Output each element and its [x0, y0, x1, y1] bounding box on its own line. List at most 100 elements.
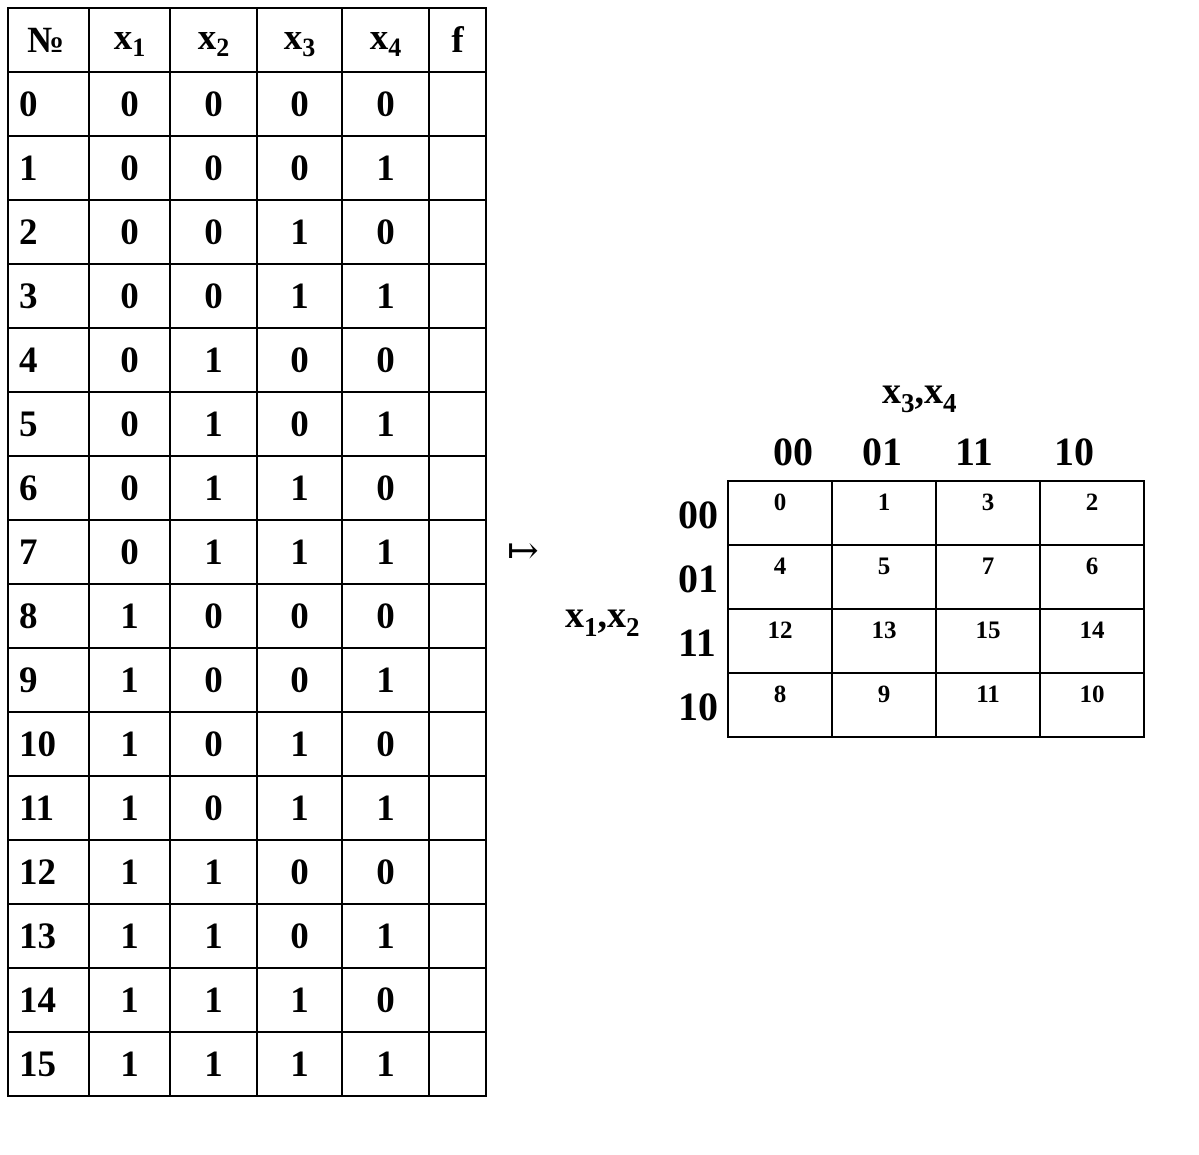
row-number-cell: 12: [7, 839, 90, 905]
variable-x1-cell: 0: [88, 455, 171, 521]
variable-x1-cell: 1: [88, 583, 171, 649]
variable-x1-cell: 1: [88, 1031, 171, 1097]
kmap-row: 12 13 15 14: [727, 608, 1145, 674]
variable-x3-cell: 0: [256, 583, 343, 649]
variable-x2-cell: 1: [169, 839, 258, 905]
kmap-cell-index: 8: [773, 681, 787, 708]
variable-x4-cell: 1: [341, 903, 430, 969]
kmap-cell-index: 12: [767, 617, 793, 644]
variable-x2-cell: 1: [169, 967, 258, 1033]
kmap-col-code: 01: [862, 429, 902, 474]
variable-x4-cell: 0: [341, 199, 430, 265]
kmap-col-code: 00: [773, 429, 813, 474]
row-number-cell: 15: [7, 1031, 90, 1097]
kmap-col-code: 11: [955, 429, 993, 474]
f-value-cell: [428, 199, 487, 265]
variable-x3-cell: 0: [256, 903, 343, 969]
maps-to-arrow: ↦: [507, 530, 539, 572]
variable-x3-cell: 1: [256, 967, 343, 1033]
f-value-cell: [428, 583, 487, 649]
variable-x4-cell: 0: [341, 455, 430, 521]
variable-x4-cell: 0: [341, 327, 430, 393]
f-value-cell: [428, 839, 487, 905]
variable-x2-cell: 1: [169, 519, 258, 585]
kmap-cell: 11: [935, 672, 1041, 738]
variable-x4-cell: 1: [341, 775, 430, 841]
f-value-cell: [428, 135, 487, 201]
row-number-cell: 14: [7, 967, 90, 1033]
variable-x1-cell: 1: [88, 967, 171, 1033]
kmap-cell-index: 0: [773, 489, 787, 516]
kmap-cell-index: 3: [981, 489, 995, 516]
variable-x2-cell: 1: [169, 391, 258, 457]
variable-x3-cell: 1: [256, 199, 343, 265]
variable-x3-cell: 0: [256, 135, 343, 201]
kmap-cell: 12: [727, 608, 833, 674]
kmap-cell: 15: [935, 608, 1041, 674]
row-number-cell: 7: [7, 519, 90, 585]
row-number-cell: 5: [7, 391, 90, 457]
f-value-cell: [428, 519, 487, 585]
row-number-cell: 11: [7, 775, 90, 841]
kmap-col-code: 10: [1054, 429, 1094, 474]
variable-x2-cell: 0: [169, 135, 258, 201]
truth-table-header-row: № x1 x2 x3 x4 f: [7, 7, 487, 73]
kmap-row-code: 10: [678, 684, 718, 729]
variable-x1-cell: 1: [88, 647, 171, 713]
row-number-cell: 3: [7, 263, 90, 329]
kmap-cell: 5: [831, 544, 937, 610]
kmap-cell-index: 15: [975, 617, 1001, 644]
header-x3: x3: [256, 7, 343, 73]
variable-x2-cell: 0: [169, 71, 258, 137]
kmap-cell: 9: [831, 672, 937, 738]
variable-x3-cell: 1: [256, 519, 343, 585]
variable-x2-cell: 0: [169, 711, 258, 777]
variable-x4-cell: 0: [341, 583, 430, 649]
f-value-cell: [428, 455, 487, 521]
variable-x2-cell: 1: [169, 455, 258, 521]
variable-x4-cell: 1: [341, 647, 430, 713]
kmap-cell: 13: [831, 608, 937, 674]
kmap-column-variables-label: x3,x4: [882, 370, 957, 418]
variable-x4-cell: 0: [341, 711, 430, 777]
kmap-row-code: 01: [678, 556, 718, 601]
variable-x1-cell: 1: [88, 711, 171, 777]
f-value-cell: [428, 1031, 487, 1097]
variable-x4-cell: 1: [341, 391, 430, 457]
variable-x3-cell: 0: [256, 71, 343, 137]
f-value-cell: [428, 391, 487, 457]
variable-x2-cell: 0: [169, 263, 258, 329]
kmap-cell-index: 4: [773, 553, 787, 580]
kmap-cell-index: 6: [1085, 553, 1099, 580]
row-number-cell: 13: [7, 903, 90, 969]
row-number-cell: 1: [7, 135, 90, 201]
f-value-cell: [428, 327, 487, 393]
variable-x2-cell: 0: [169, 775, 258, 841]
row-number-cell: 2: [7, 199, 90, 265]
header-x2: x2: [169, 7, 258, 73]
kmap-cell: 0: [727, 480, 833, 546]
kmap-cell: 14: [1039, 608, 1145, 674]
variable-x4-cell: 1: [341, 519, 430, 585]
row-number-cell: 0: [7, 71, 90, 137]
header-f: f: [428, 7, 487, 73]
kmap-cell-index: 5: [877, 553, 891, 580]
variable-x1-cell: 0: [88, 71, 171, 137]
kmap-row-code: 00: [678, 492, 718, 537]
kmap-cell: 2: [1039, 480, 1145, 546]
variable-x1-cell: 1: [88, 903, 171, 969]
row-number-cell: 8: [7, 583, 90, 649]
f-value-cell: [428, 71, 487, 137]
